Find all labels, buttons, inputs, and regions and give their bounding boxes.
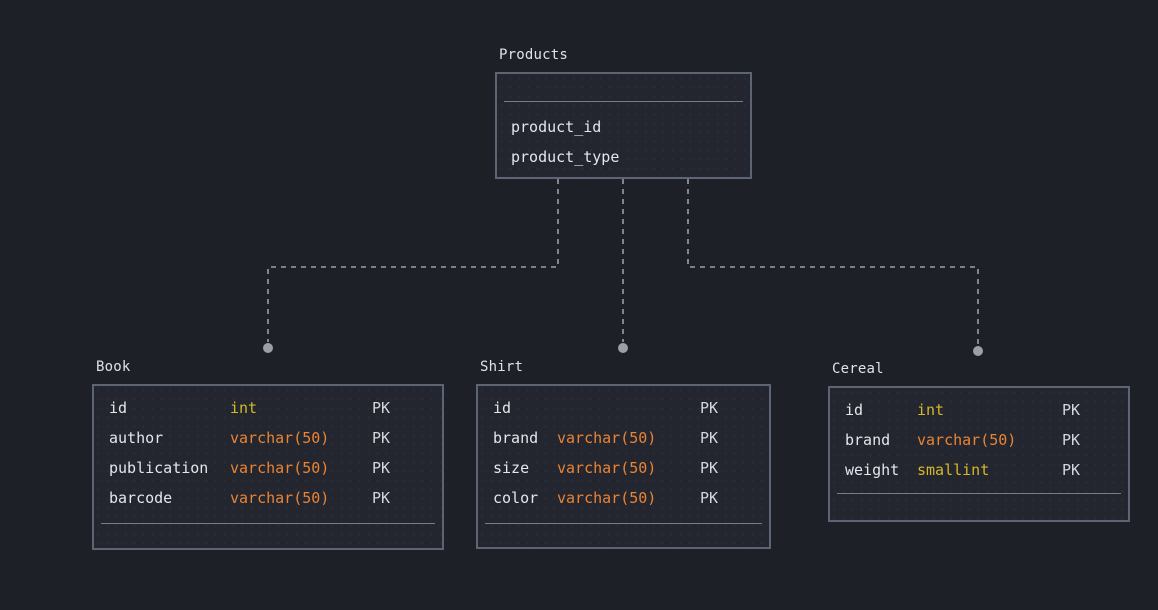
- field-row-barcode[interactable]: barcode varchar(50) PK: [109, 483, 442, 513]
- field-type: varchar(50): [557, 459, 657, 477]
- entity-cereal-title: Cereal: [832, 361, 884, 377]
- field-name: barcode: [109, 489, 173, 507]
- field-name: id: [845, 401, 864, 419]
- entity-cereal-divider: [837, 493, 1121, 494]
- field-type: varchar(50): [557, 429, 657, 447]
- entity-book[interactable]: Book id int PK author varchar(50) PK pub…: [92, 358, 444, 550]
- field-pk-badge: PK: [1062, 401, 1081, 419]
- field-type: varchar(50): [917, 431, 1017, 449]
- field-pk-badge: PK: [700, 429, 719, 447]
- field-type: varchar(50): [230, 489, 330, 507]
- entity-products-box[interactable]: product_id product_type: [495, 72, 752, 179]
- field-row-id[interactable]: id int PK: [845, 395, 1128, 425]
- field-name: id: [493, 399, 512, 417]
- field-row-product-id[interactable]: product_id: [511, 112, 750, 142]
- entity-shirt-title: Shirt: [480, 359, 524, 375]
- field-row-author[interactable]: author varchar(50) PK: [109, 423, 442, 453]
- entity-products-divider: [504, 101, 743, 102]
- field-type: int: [917, 401, 945, 419]
- entity-book-box[interactable]: id int PK author varchar(50) PK publicat…: [92, 384, 444, 550]
- field-name: publication: [109, 459, 209, 477]
- field-name: product_type: [511, 148, 620, 166]
- field-name: brand: [845, 431, 891, 449]
- connector-endpoint-dot-book[interactable]: [263, 343, 273, 353]
- field-pk-badge: PK: [1062, 431, 1081, 449]
- field-name: weight: [845, 461, 900, 479]
- field-type: smallint: [917, 461, 990, 479]
- field-row-id[interactable]: id int PK: [109, 393, 442, 423]
- field-name: size: [493, 459, 530, 477]
- field-row-brand[interactable]: brand varchar(50) PK: [845, 425, 1128, 455]
- entity-products[interactable]: Products product_id product_type: [495, 46, 752, 179]
- field-pk-badge: PK: [700, 399, 719, 417]
- field-pk-badge: PK: [700, 489, 719, 507]
- relationship-line-products-cereal[interactable]: [687, 179, 979, 345]
- field-row-size[interactable]: size varchar(50) PK: [493, 453, 769, 483]
- field-type: varchar(50): [230, 459, 330, 477]
- relationship-line-products-book[interactable]: [267, 179, 559, 342]
- entity-book-divider: [101, 523, 435, 524]
- field-row-color[interactable]: color varchar(50) PK: [493, 483, 769, 513]
- field-type: varchar(50): [557, 489, 657, 507]
- entity-shirt[interactable]: Shirt id PK brand varchar(50) PK size va…: [476, 358, 771, 549]
- entity-shirt-box[interactable]: id PK brand varchar(50) PK size varchar(…: [476, 384, 771, 549]
- entity-book-title: Book: [96, 359, 131, 375]
- entity-cereal-box[interactable]: id int PK brand varchar(50) PK weight sm…: [828, 386, 1130, 522]
- field-row-weight[interactable]: weight smallint PK: [845, 455, 1128, 485]
- entity-cereal[interactable]: Cereal id int PK brand varchar(50) PK we…: [828, 360, 1130, 522]
- field-name: id: [109, 399, 128, 417]
- entity-products-title: Products: [499, 47, 569, 63]
- field-pk-badge: PK: [1062, 461, 1081, 479]
- field-pk-badge: PK: [372, 489, 391, 507]
- field-name: author: [109, 429, 164, 447]
- entity-products-header-space: [497, 74, 750, 101]
- field-type: varchar(50): [230, 429, 330, 447]
- field-pk-badge: PK: [372, 429, 391, 447]
- field-row-brand[interactable]: brand varchar(50) PK: [493, 423, 769, 453]
- field-type: int: [230, 399, 258, 417]
- field-name: product_id: [511, 118, 602, 136]
- field-name: brand: [493, 429, 539, 447]
- field-pk-badge: PK: [372, 399, 391, 417]
- connector-endpoint-dot-cereal[interactable]: [973, 346, 983, 356]
- field-row-publication[interactable]: publication varchar(50) PK: [109, 453, 442, 483]
- field-name: color: [493, 489, 539, 507]
- field-row-id[interactable]: id PK: [493, 393, 769, 423]
- field-pk-badge: PK: [372, 459, 391, 477]
- field-row-product-type[interactable]: product_type: [511, 142, 750, 172]
- connector-endpoint-dot-shirt[interactable]: [618, 343, 628, 353]
- entity-shirt-divider: [485, 523, 762, 524]
- field-pk-badge: PK: [700, 459, 719, 477]
